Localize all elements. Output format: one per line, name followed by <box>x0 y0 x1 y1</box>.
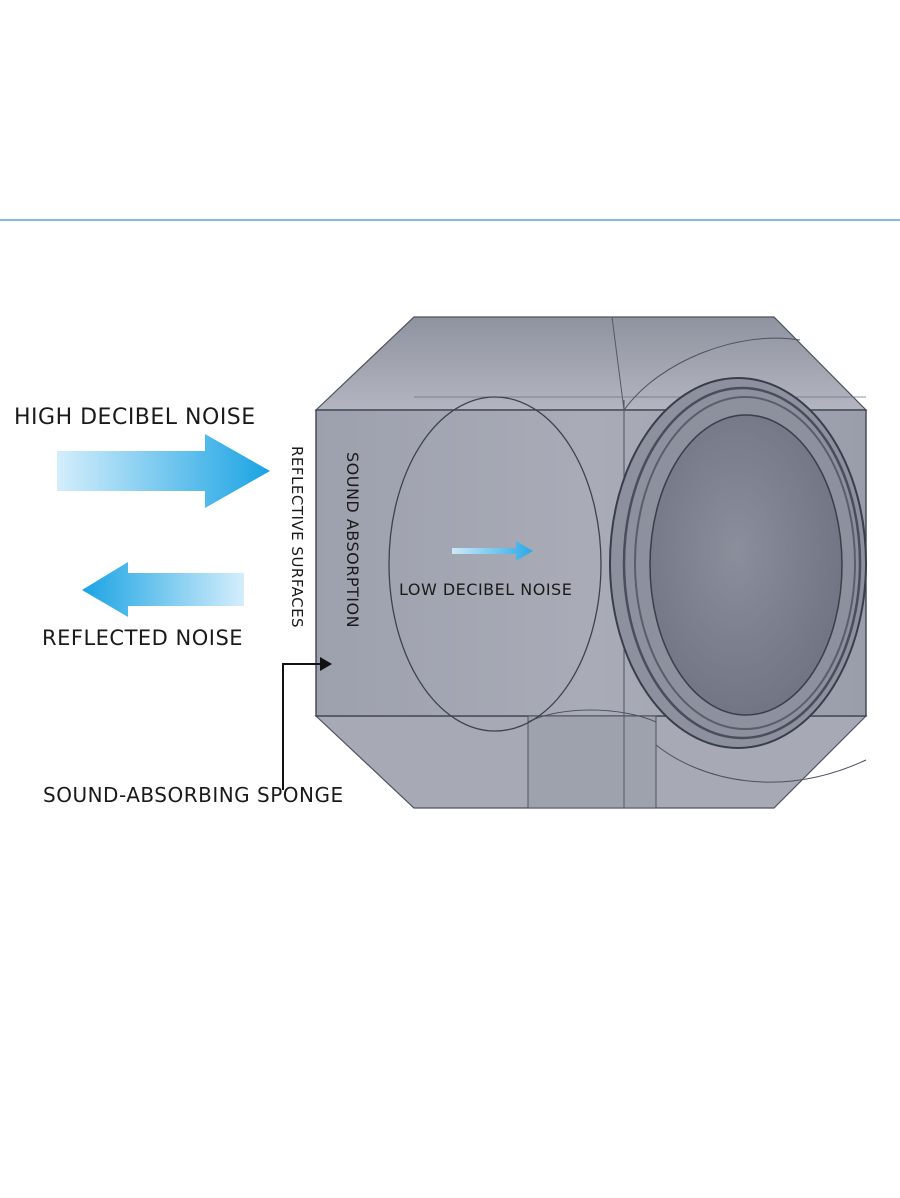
bottom-pipe-arc <box>527 709 657 723</box>
sponge-pointer-line <box>282 663 322 790</box>
sponge-pointer-arrowhead-icon <box>320 657 332 671</box>
sponge-label: SOUND-ABSORBING SPONGE <box>43 783 344 807</box>
bottom-pipe <box>527 715 657 809</box>
low-noise-label: LOW DECIBEL NOISE <box>399 580 572 599</box>
sound-absorption-label: SOUND ABSORPTION <box>343 452 362 628</box>
noise-reducer-body <box>314 316 868 809</box>
high-noise-label: HIGH DECIBEL NOISE <box>14 405 256 430</box>
lens-ring-2 <box>622 386 862 740</box>
absorption-ellipse <box>388 396 602 732</box>
top-face-divider <box>611 316 625 411</box>
reflective-surfaces-label: REFLECTIVE SURFACES <box>288 446 306 628</box>
high-noise-arrow-icon <box>57 434 270 508</box>
top-contour <box>623 337 801 411</box>
bottom-contour <box>655 744 867 783</box>
low-noise-arrow-icon <box>452 541 533 561</box>
reflected-noise-arrow-icon <box>82 562 244 617</box>
lens-ring-3 <box>634 396 856 730</box>
reflected-noise-label: REFLECTED NOISE <box>42 626 243 650</box>
lens-inner <box>649 414 843 716</box>
